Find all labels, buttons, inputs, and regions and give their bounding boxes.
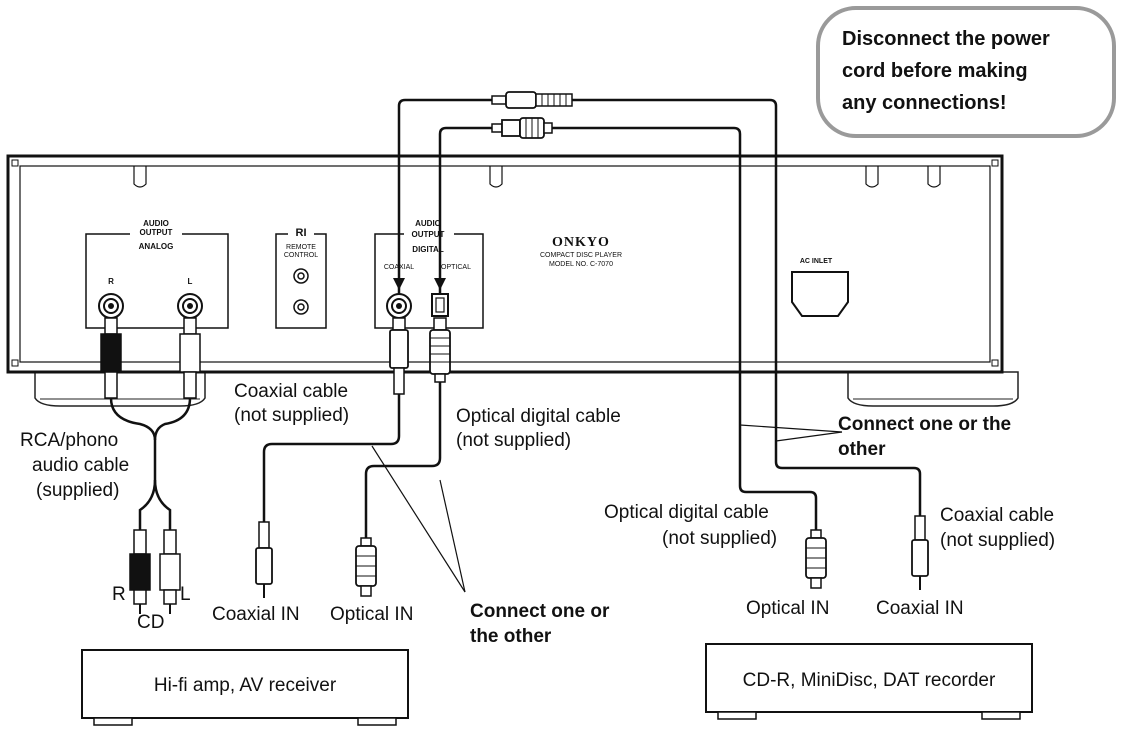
analog-l-label: L: [188, 277, 193, 286]
notice-line-2: cord before making: [842, 60, 1028, 82]
coaxial-cable-left-label-2: (not supplied): [234, 405, 349, 426]
coaxial-cable-right-label-2: (not supplied): [940, 530, 1055, 551]
optical-cable-right-label-1: Optical digital cable: [604, 502, 769, 523]
notice-line-3: any connections!: [842, 92, 1006, 114]
l-plug-label: L: [180, 584, 191, 605]
player-feet: [34, 371, 1019, 407]
analog-output-section: AUDIO OUTPUT ANALOG R L: [85, 218, 229, 329]
brand-sub: COMPACT DISC PLAYER: [540, 252, 622, 259]
brand-block: ONKYO COMPACT DISC PLAYER MODEL NO. C-70…: [540, 235, 622, 268]
rca-label-1: RCA/phono: [20, 430, 118, 451]
analog-l-jack[interactable]: [177, 293, 203, 319]
digital-title-3: DIGITAL: [412, 245, 444, 254]
amp-device: Hi-fi amp, AV receiver: [81, 649, 409, 726]
amp-device-label: Hi-fi amp, AV receiver: [154, 675, 337, 696]
analog-title-3: ANALOG: [139, 242, 174, 251]
connect-one-right-2: other: [838, 439, 886, 460]
leader-lines: [371, 424, 843, 593]
analog-r-jack[interactable]: [98, 293, 124, 319]
cd-label: CD: [137, 612, 164, 633]
recorder-cables: [397, 98, 922, 530]
ri-sub-2: CONTROL: [284, 252, 318, 259]
optical-in-right-label: Optical IN: [746, 598, 829, 619]
rca-label-3: (supplied): [36, 480, 119, 501]
optical-cable-left-label-1: Optical digital cable: [456, 406, 621, 427]
digital-title-2: OUTPUT: [412, 230, 445, 239]
model-number: MODEL NO. C-7070: [549, 261, 613, 268]
optical-cable-right-label-2: (not supplied): [662, 528, 777, 549]
coaxial-cable-right-label-1: Coaxial cable: [940, 505, 1054, 526]
ri-sub-1: REMOTE: [286, 244, 316, 251]
ri-jack-1[interactable]: [293, 268, 309, 284]
coaxial-output-jack[interactable]: [386, 293, 412, 319]
brand-logo: ONKYO: [552, 235, 610, 250]
digital-output-section: AUDIO OUTPUT DIGITAL COAXIAL OPTICAL: [374, 218, 484, 329]
left-coaxial-cable: [255, 317, 409, 598]
coax-arrow-icon: [393, 278, 405, 290]
right-coaxial-plug: [911, 515, 929, 590]
optical-output-jack[interactable]: [431, 293, 449, 317]
r-plug-label: R: [112, 584, 126, 605]
top-coaxial-plug: [491, 91, 573, 109]
recorder-device: CD-R, MiniDisc, DAT recorder: [705, 643, 1033, 720]
recorder-device-label: CD-R, MiniDisc, DAT recorder: [743, 670, 996, 691]
ac-inlet: AC INLET: [791, 258, 849, 317]
warning-notice: Disconnect the power cord before making …: [816, 6, 1116, 138]
connect-one-left-2: the other: [470, 626, 552, 647]
analog-r-label: R: [108, 277, 114, 286]
optical-arrow-icon: [434, 278, 446, 290]
optical-in-left-label: Optical IN: [330, 604, 413, 625]
notice-line-1: Disconnect the power: [842, 28, 1050, 50]
analog-title-2: OUTPUT: [140, 228, 173, 237]
rca-label-2: audio cable: [32, 455, 129, 476]
rear-panel: [6, 154, 1004, 374]
connect-one-right-1: Connect one or the: [838, 414, 1011, 435]
rca-cable: [100, 317, 201, 614]
ac-inlet-label: AC INLET: [800, 258, 833, 265]
ri-jack-2[interactable]: [293, 299, 309, 315]
coaxial-in-right-label: Coaxial IN: [876, 598, 964, 619]
right-optical-plug: [805, 529, 827, 589]
ri-remote-section: RI REMOTE CONTROL: [275, 224, 327, 329]
top-optical-plug: [491, 117, 553, 139]
left-optical-cable: [355, 317, 451, 597]
coaxial-cable-left-label-1: Coaxial cable: [234, 381, 348, 402]
digital-title-1: AUDIO: [415, 219, 441, 228]
connect-one-left-1: Connect one or: [470, 601, 610, 622]
ri-title: RI: [296, 227, 307, 239]
optical-cable-left-label-2: (not supplied): [456, 430, 571, 451]
coaxial-in-left-label: Coaxial IN: [212, 604, 300, 625]
analog-title-1: AUDIO: [143, 219, 169, 228]
optical-jack-label: OPTICAL: [441, 264, 471, 271]
